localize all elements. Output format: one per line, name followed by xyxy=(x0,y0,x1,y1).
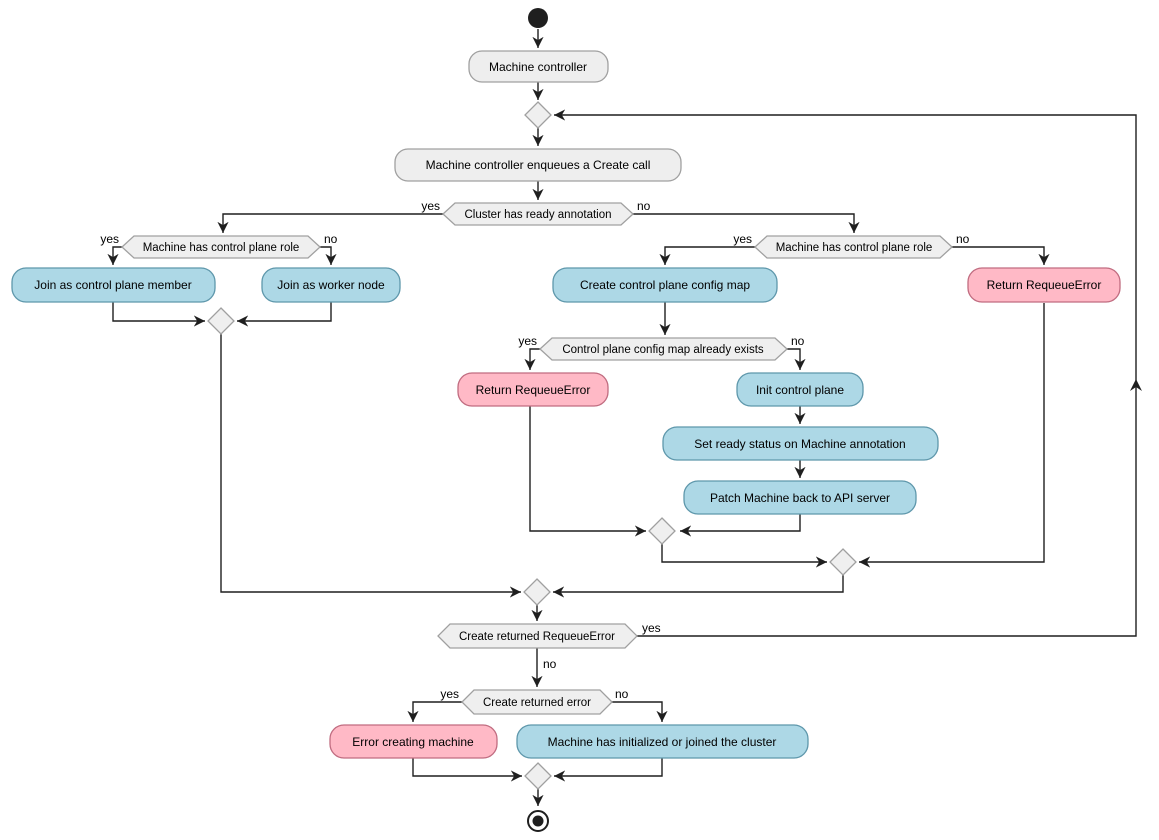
activity-init-control-plane-label: Init control plane xyxy=(756,383,844,397)
decision-config-map-exists xyxy=(539,337,788,361)
decision-machine-has-cp-role-not-ready xyxy=(754,235,953,259)
activity-return-requeue-map-exists-label: Return RequeueError xyxy=(476,383,591,397)
branch-role-left-no-label: no xyxy=(324,232,338,246)
edge-cluster-no xyxy=(633,213,860,233)
activity-join-control-plane-label: Join as control plane member xyxy=(34,278,191,292)
edge-merge3-to-merge4 xyxy=(661,544,827,568)
activity-machine-controller-label: Machine controller xyxy=(489,60,587,74)
edge-patch-to-merge3 xyxy=(680,514,801,537)
branch-error-no-label: no xyxy=(615,687,629,701)
merge-diamond-top xyxy=(524,101,552,129)
edge-join-cp-to-merge xyxy=(112,302,205,327)
activity-error-creating-machine xyxy=(329,724,498,759)
edge-left-merge-to-bottom-merge xyxy=(220,334,521,598)
branch-role-left-yes-label: yes xyxy=(100,232,119,246)
merge-diamond-right xyxy=(829,548,857,576)
edge-error-box-to-merge6 xyxy=(412,758,522,782)
decision-machine-has-cp-role-ready-label: Machine has control plane role xyxy=(143,242,300,254)
edge-initialized-to-merge6 xyxy=(554,758,663,782)
branch-error-yes-label: yes xyxy=(440,687,459,701)
activity-create-config-map xyxy=(552,267,778,303)
edge-merge4-to-merge5 xyxy=(553,575,844,598)
edge-requeue-right-to-merge4 xyxy=(859,303,1045,568)
activity-set-ready-status xyxy=(662,426,939,461)
activity-error-creating-machine-label: Error creating machine xyxy=(352,735,474,749)
decision-create-returned-requeue xyxy=(437,623,638,649)
decision-machine-has-cp-role-not-ready-label: Machine has control plane role xyxy=(776,242,933,254)
merge-diamond-bottom xyxy=(524,762,552,790)
edge-error-decision-yes xyxy=(407,701,462,722)
branch-cluster-yes-label: yes xyxy=(421,199,440,213)
activity-join-worker xyxy=(261,267,401,303)
decision-cluster-has-ready-annotation-label: Cluster has ready annotation xyxy=(464,209,611,221)
branch-role-right-yes-label: yes xyxy=(733,232,752,246)
branch-requeue-no-label: no xyxy=(543,657,557,671)
branch-exists-no-label: no xyxy=(791,334,805,348)
edge-role-left-no xyxy=(320,246,337,265)
activity-join-worker-label: Join as worker node xyxy=(277,278,385,292)
edge-role-right-yes xyxy=(659,246,755,265)
activity-machine-controller xyxy=(468,50,609,83)
activity-set-ready-status-label: Set ready status on Machine annotation xyxy=(694,437,905,451)
edge-error-decision-no xyxy=(612,701,668,722)
activity-machine-initialized-label: Machine has initialized or joined the cl… xyxy=(548,735,777,749)
loop-direction-arrow-icon xyxy=(1130,379,1142,391)
activity-patch-machine xyxy=(683,480,917,515)
decision-config-map-exists-label: Control plane config map already exists xyxy=(562,344,764,356)
edge-exists-yes xyxy=(524,348,540,370)
decision-cluster-has-ready-annotation xyxy=(442,202,634,226)
edge-requeue-left-to-merge3 xyxy=(529,406,646,537)
edge-cluster-yes xyxy=(217,213,443,233)
activity-return-requeue-no-role xyxy=(967,267,1121,303)
decision-machine-has-cp-role-ready xyxy=(121,235,321,259)
activity-return-requeue-map-exists xyxy=(457,372,609,407)
decision-create-returned-requeue-label: Create returned RequeueError xyxy=(459,631,615,643)
edge-role-right-no xyxy=(952,246,1050,265)
activity-init-control-plane xyxy=(736,372,864,407)
activity-patch-machine-label: Patch Machine back to API server xyxy=(710,491,890,505)
activity-return-requeue-no-role-label: Return RequeueError xyxy=(987,278,1102,292)
edge-requeue-yes-loop xyxy=(554,109,1137,637)
edge-join-worker-to-merge xyxy=(237,302,332,327)
decision-create-returned-error-label: Create returned error xyxy=(483,697,591,709)
decision-create-returned-error xyxy=(461,689,613,715)
merge-diamond-join xyxy=(207,307,235,335)
branch-exists-yes-label: yes xyxy=(518,334,537,348)
merge-diamond-config xyxy=(648,517,676,545)
activity-machine-initialized xyxy=(516,724,809,759)
edge-role-left-yes xyxy=(107,246,122,265)
edge-exists-no xyxy=(787,348,806,370)
start-node xyxy=(528,8,548,28)
branch-requeue-yes-label: yes xyxy=(642,621,661,635)
merge-diamond-center xyxy=(523,578,551,606)
activity-join-control-plane xyxy=(11,267,216,303)
activity-enqueue-create-label: Machine controller enqueues a Create cal… xyxy=(426,158,651,172)
activity-create-config-map-label: Create control plane config map xyxy=(580,278,750,292)
branch-cluster-no-label: no xyxy=(637,199,651,213)
end-node-dot xyxy=(532,815,544,827)
branch-role-right-no-label: no xyxy=(956,232,970,246)
activity-enqueue-create xyxy=(394,148,682,182)
